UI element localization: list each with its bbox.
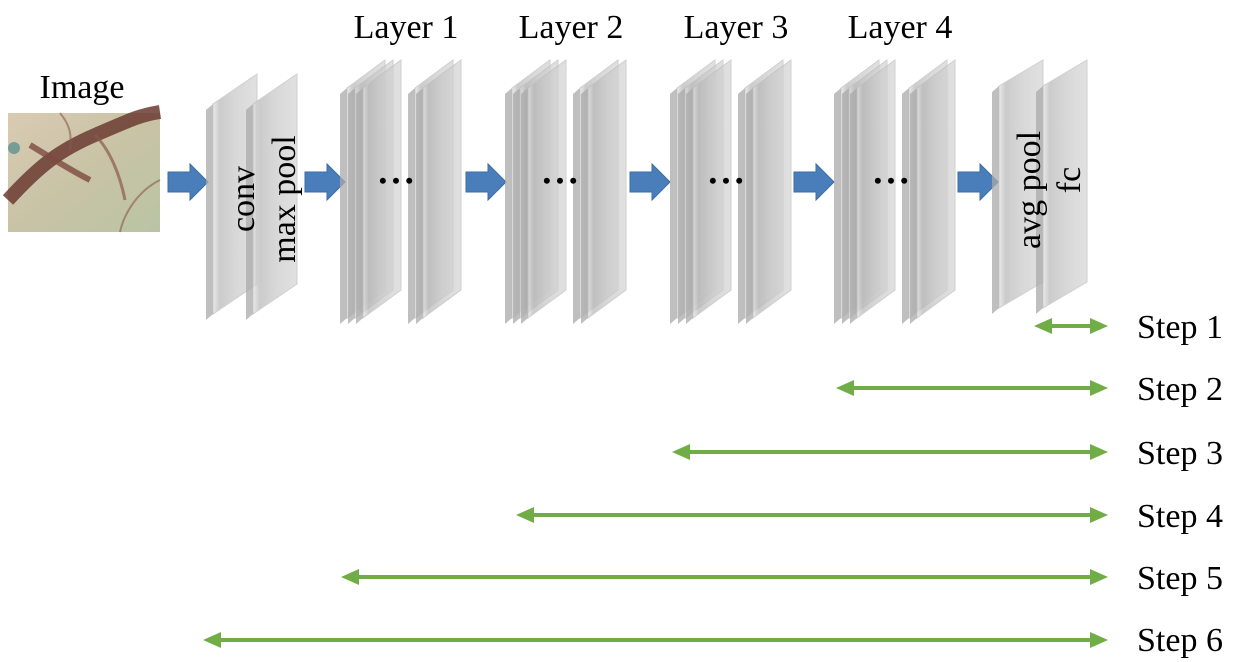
input-image <box>2 105 162 233</box>
step-arrows <box>203 318 1108 648</box>
layer-4-plate-a2 <box>850 59 896 324</box>
step-4-label: Step 4 <box>1137 498 1223 535</box>
flow-arrow-2 <box>304 162 346 202</box>
fc-label: fc <box>1051 167 1088 193</box>
flow-arrow-1 <box>167 162 209 202</box>
layer-3-label: Layer 3 <box>684 9 789 46</box>
layer-2-label: Layer 2 <box>519 9 624 46</box>
layer-2-plate-a2 <box>521 59 567 324</box>
layer-1-plate-a2 <box>356 59 402 324</box>
layer-4-plate-b1 <box>910 59 956 324</box>
image-label: Image <box>40 69 125 106</box>
flow-arrow-6 <box>957 162 999 202</box>
fc-plate <box>1036 59 1088 314</box>
avg-pool-label: avg pool <box>1011 131 1048 249</box>
step-1-label: Step 1 <box>1137 309 1223 346</box>
layer-4-ellipsis: • • • <box>874 168 908 193</box>
conv-label: conv <box>225 166 262 232</box>
layer-3-ellipsis: • • • <box>709 168 743 193</box>
flow-arrow-4 <box>629 162 671 202</box>
flow-arrow-5 <box>793 162 835 202</box>
step-3-arrow <box>672 444 1108 460</box>
step-5-label: Step 5 <box>1137 560 1223 597</box>
step-5-arrow <box>341 569 1108 585</box>
layer-4-label: Layer 4 <box>848 9 953 46</box>
max-pool-plate <box>246 73 298 320</box>
step-2-label: Step 2 <box>1137 371 1223 408</box>
step-2-arrow <box>836 380 1108 396</box>
flow-arrows <box>167 162 999 202</box>
layer-3-plate-a2 <box>686 59 732 324</box>
max-pool-label: max pool <box>266 135 303 262</box>
layer-1-label: Layer 1 <box>354 9 459 46</box>
step-6-arrow <box>203 632 1108 648</box>
step-6-label: Step 6 <box>1137 622 1223 659</box>
layer-2-ellipsis: • • • <box>543 168 577 193</box>
layer-3-plate-b1 <box>746 59 792 324</box>
avg-pool-plate <box>992 59 1044 314</box>
layer-plates <box>206 59 1088 324</box>
layer-2-plate-b1 <box>581 59 627 324</box>
layer-1-plate-b1 <box>416 59 462 324</box>
flow-arrow-3 <box>465 162 507 202</box>
layer-1-ellipsis: • • • <box>379 168 413 193</box>
step-3-label: Step 3 <box>1137 435 1223 472</box>
step-1-arrow <box>1034 318 1108 334</box>
step-4-arrow <box>516 507 1108 523</box>
